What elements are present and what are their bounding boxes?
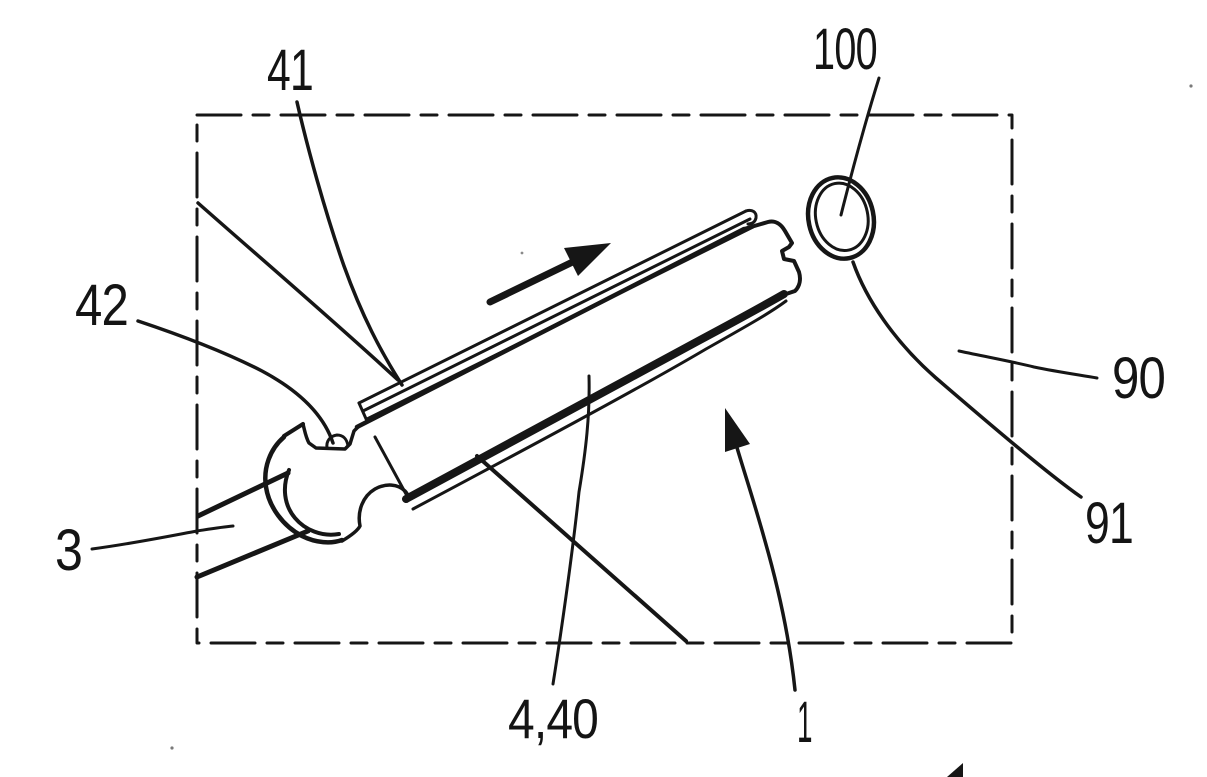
direction-arrow-head-icon	[564, 243, 611, 276]
leader-line-100	[839, 76, 881, 217]
label-41: 41	[267, 38, 313, 103]
partial-figure-numeral	[947, 763, 963, 777]
leader-line-unlabeled	[196, 201, 400, 382]
end-cap-outer-arc	[263, 434, 345, 545]
rail-line-3	[365, 225, 755, 421]
thin-shaft-top-edge	[195, 470, 291, 519]
scan-speck	[520, 251, 524, 255]
label-91: 91	[1085, 491, 1133, 556]
recess-notch-tab	[325, 433, 350, 450]
side-bump-outline	[340, 483, 410, 543]
leader-line-91	[851, 260, 1083, 499]
label-100: 100	[813, 17, 877, 82]
inner-window-edge	[373, 435, 408, 496]
leader-line-1	[729, 425, 797, 692]
leader-line-90	[957, 349, 1099, 380]
instrument-drawing	[194, 175, 877, 643]
rail-proximal-step	[357, 401, 369, 423]
loop-ring-outer	[805, 175, 877, 261]
rail-end-hook	[744, 208, 758, 226]
label-3: 3	[55, 518, 82, 583]
leader-line-440	[551, 374, 591, 686]
loop-ring-inner	[813, 181, 870, 253]
tube-bottom-edge-line	[411, 299, 788, 511]
tube-top-edge-proximal	[282, 422, 305, 438]
scan-artifacts	[170, 84, 1193, 777]
thread-diagonal-line	[475, 454, 688, 643]
thin-shaft-bottom-edge	[194, 528, 311, 580]
tip-outline	[742, 219, 802, 297]
label-440: 4,40	[508, 687, 598, 750]
pointer-arrow-1-head-icon	[725, 408, 750, 452]
label-42: 42	[75, 273, 128, 338]
pusher-rod-440	[402, 290, 788, 503]
dashed-border-rect	[195, 113, 1014, 645]
leader-line-41	[295, 100, 404, 387]
direction-arrow	[486, 243, 611, 306]
reference-labels: 41 42 3 4,40 1 100 90 91	[55, 17, 1166, 755]
rail-line-1	[357, 209, 748, 405]
viewport-border-group	[195, 113, 1014, 645]
leader-lines	[90, 76, 1099, 692]
rail-line-2	[361, 217, 752, 413]
leader-line-3	[90, 524, 235, 551]
direction-arrow-shaft	[486, 252, 589, 306]
leader-line-42	[136, 319, 335, 445]
end-cap-inner-arc	[282, 468, 341, 537]
label-90: 90	[1112, 346, 1165, 411]
scan-speck	[1189, 84, 1193, 88]
label-1: 1	[797, 690, 812, 755]
scan-speck	[170, 746, 174, 750]
